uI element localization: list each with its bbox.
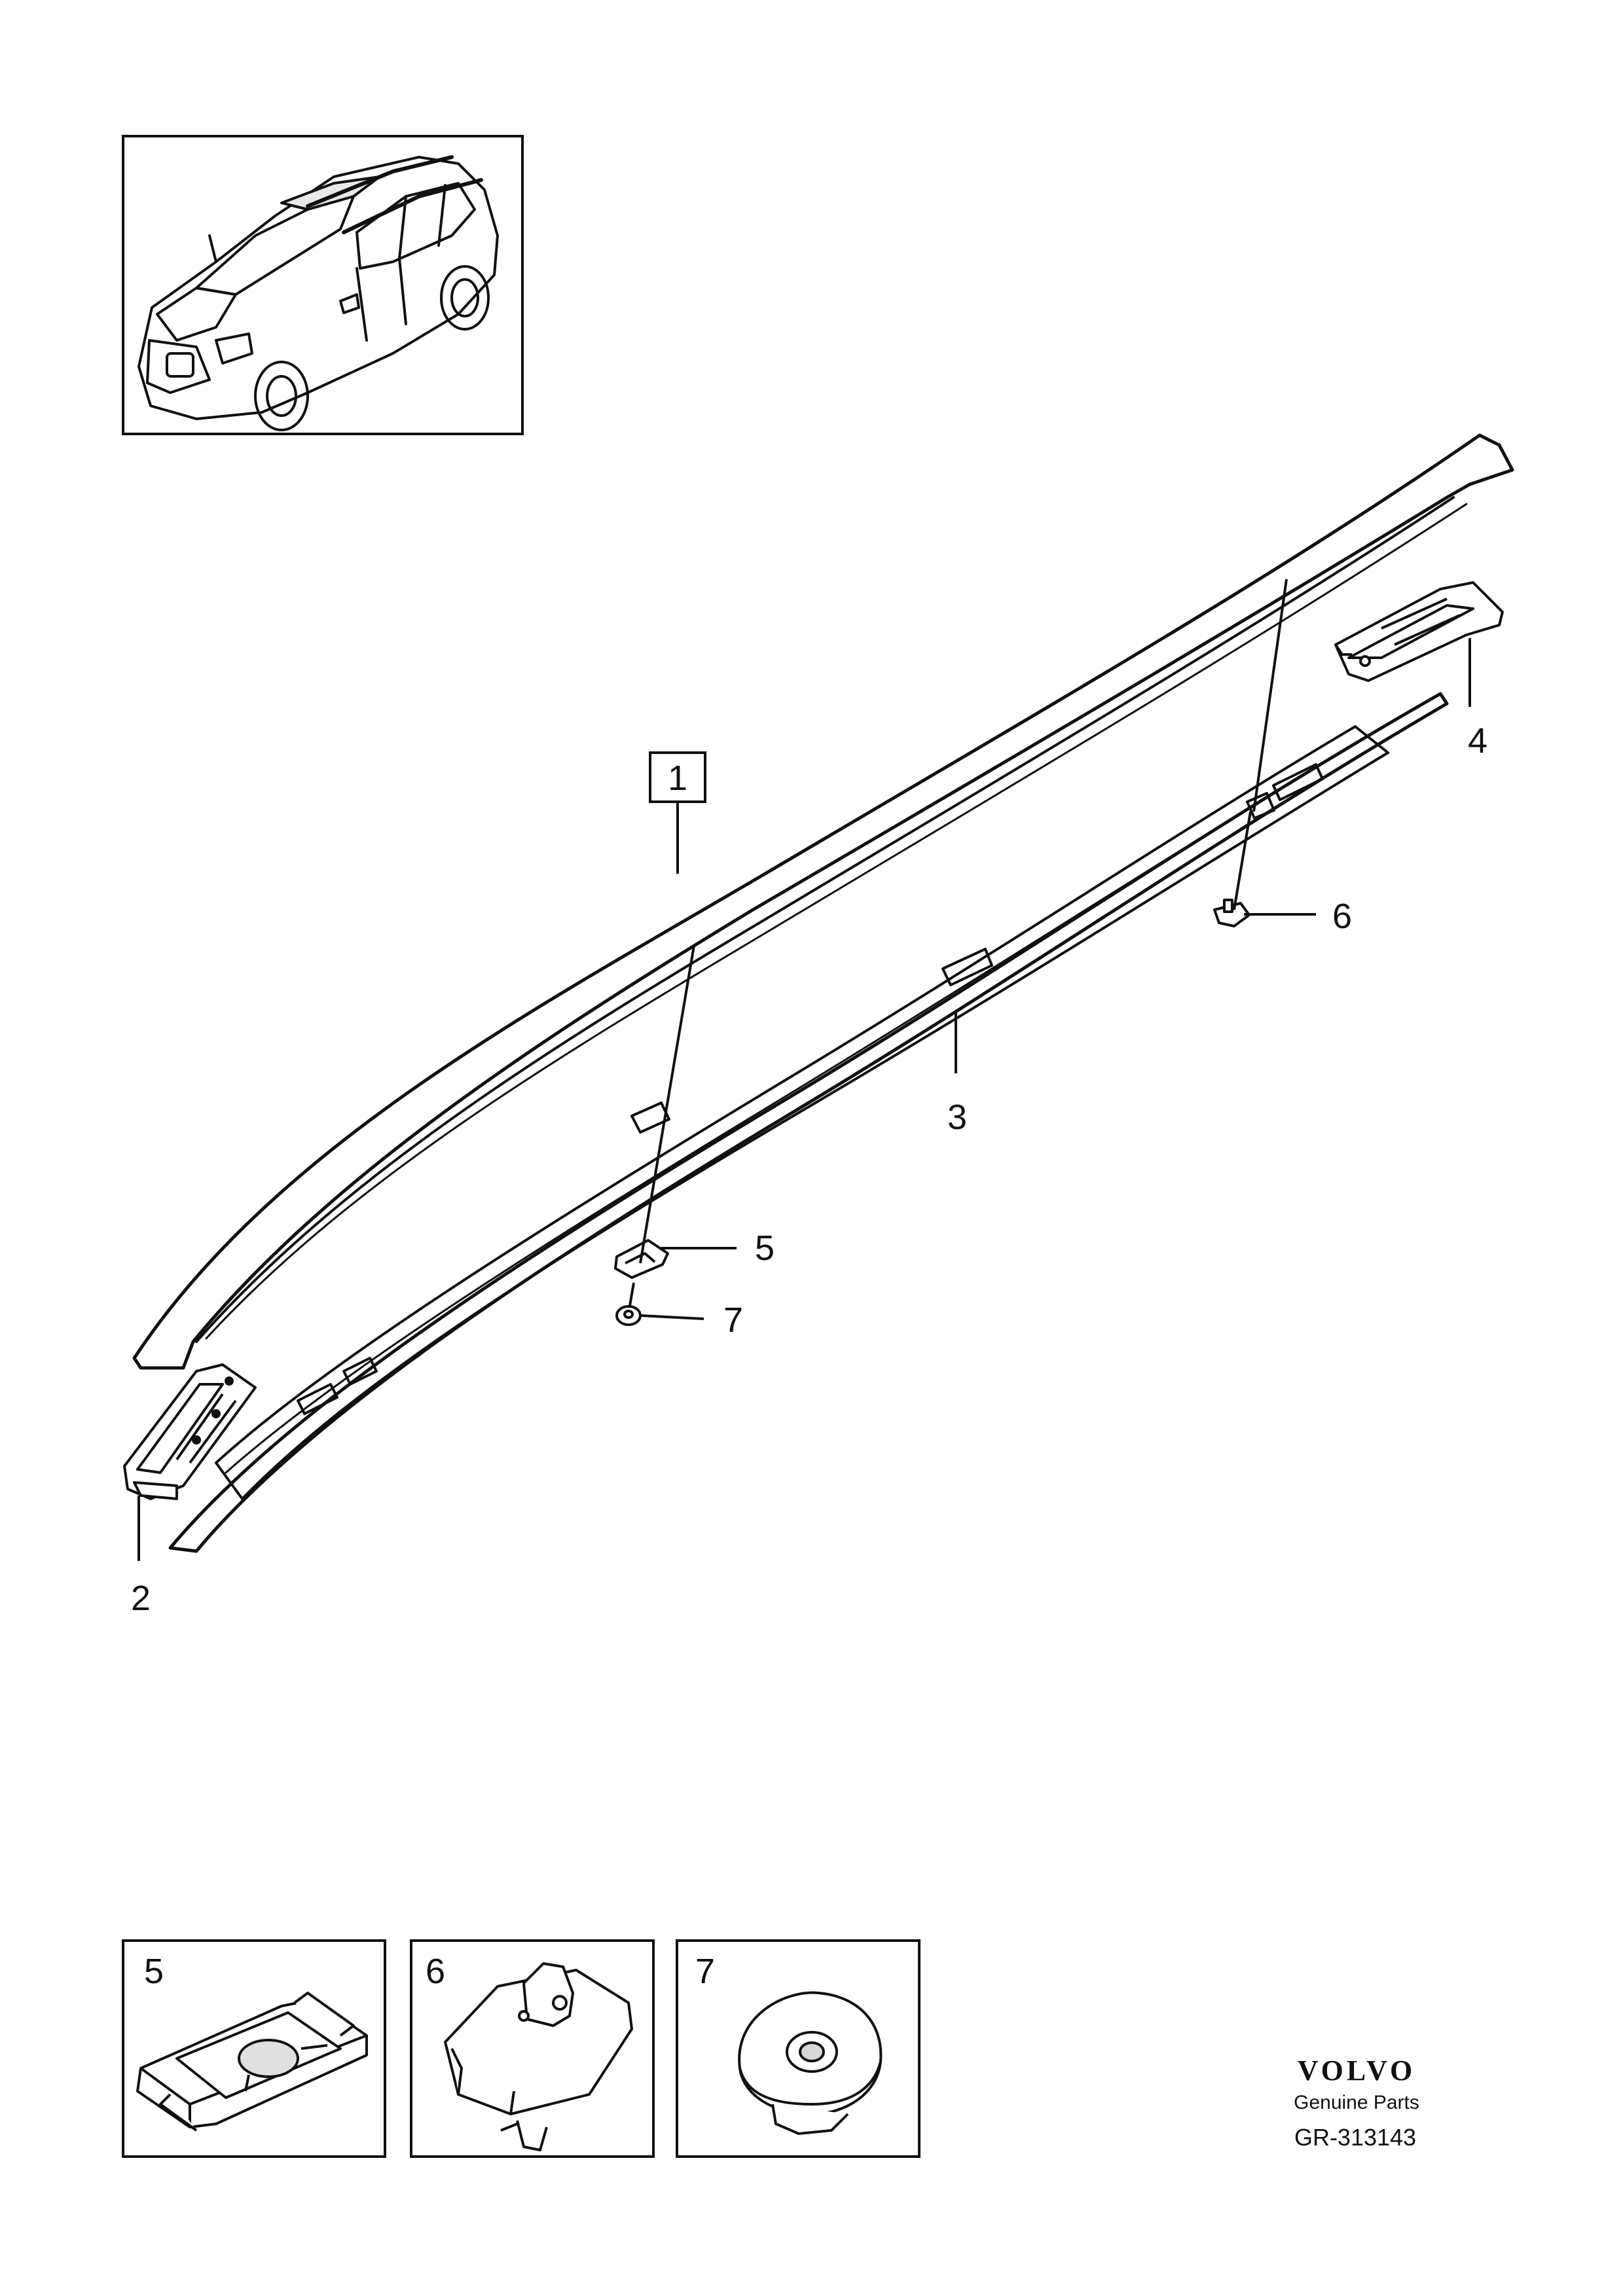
suv-car-icon	[137, 155, 499, 431]
grommet-icon	[738, 1991, 883, 2136]
svg-text:1: 1	[668, 759, 687, 798]
svg-text:6: 6	[426, 1952, 445, 1991]
leader-lines	[137, 579, 1471, 1561]
push-fastener-icon	[444, 1962, 633, 2151]
diagram-code: GR-313143	[1294, 2124, 1416, 2151]
clip-icon	[136, 1992, 368, 2132]
vehicle-thumbnail	[122, 135, 524, 435]
callout-3: 3	[947, 1098, 967, 1137]
brand-logo: VOLVO	[1298, 2054, 1416, 2087]
brand-subtitle: Genuine Parts	[1294, 2092, 1419, 2113]
detail-panel-7: 7	[676, 1939, 921, 2158]
branding: VOLVO Genuine Parts GR-313143	[1294, 2054, 1419, 2151]
callout-6: 6	[1332, 897, 1352, 936]
detail-panel-5: 5	[122, 1939, 386, 2158]
rail-cover-strip	[168, 692, 1449, 1553]
roof-rail	[132, 433, 1514, 1370]
callout-2: 2	[131, 1579, 151, 1618]
callout-5: 5	[755, 1229, 775, 1268]
grommet-7-small	[615, 1305, 642, 1326]
callout-4: 4	[1468, 721, 1487, 761]
rear-end-cap	[1334, 581, 1504, 682]
svg-text:7: 7	[695, 1952, 715, 1991]
svg-text:5: 5	[144, 1952, 164, 1991]
callout-1: 1	[649, 751, 706, 803]
callout-7: 7	[723, 1300, 743, 1340]
front-end-cap	[123, 1363, 257, 1500]
detail-panel-6: 6	[410, 1939, 655, 2158]
